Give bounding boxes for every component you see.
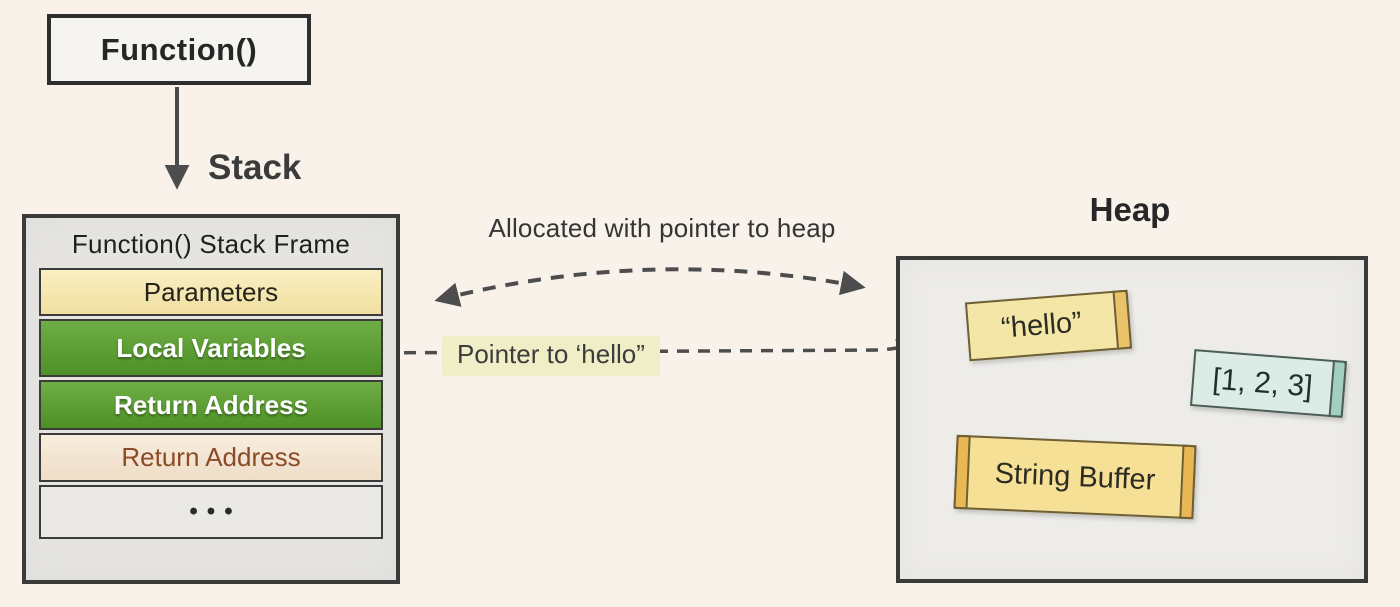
heap-note-array: [1, 2, 3] <box>1189 349 1348 418</box>
stack-label: Stack <box>208 148 302 187</box>
stack-row-ellipsis: ••• <box>39 485 383 539</box>
stack-frame-title: Function() Stack Frame <box>71 229 351 259</box>
stack-row-return-address-peach: Return Address <box>39 433 383 482</box>
heap-note-string-buffer: String Buffer <box>953 434 1197 520</box>
heap-note-array-text: [1, 2, 3] <box>1211 362 1314 403</box>
heap-allocation-double-arrow <box>434 267 866 307</box>
stack-row-local-variables: Local Variables <box>39 319 383 377</box>
heap-note-hello-text: “hello” <box>1000 306 1083 345</box>
function-box: Function() <box>47 14 311 85</box>
heap-note-string-buffer-text: String Buffer <box>994 457 1156 496</box>
allocated-with-pointer-annotation: Allocated with pointer to heap <box>488 213 836 243</box>
function-box-label: Function() <box>100 31 258 67</box>
stack-frame-rows: Parameters Local Variables Return Addres… <box>39 268 383 542</box>
pointer-to-hello-label: Pointer to ‘hello” <box>442 336 660 376</box>
note-fold <box>953 434 971 510</box>
stack-row-return-address-green: Return Address <box>39 380 383 430</box>
heap-title: Heap <box>1089 191 1171 228</box>
stack-frame: Function() Stack Frame Parameters Local … <box>22 214 400 584</box>
stack-row-parameters: Parameters <box>39 268 383 316</box>
